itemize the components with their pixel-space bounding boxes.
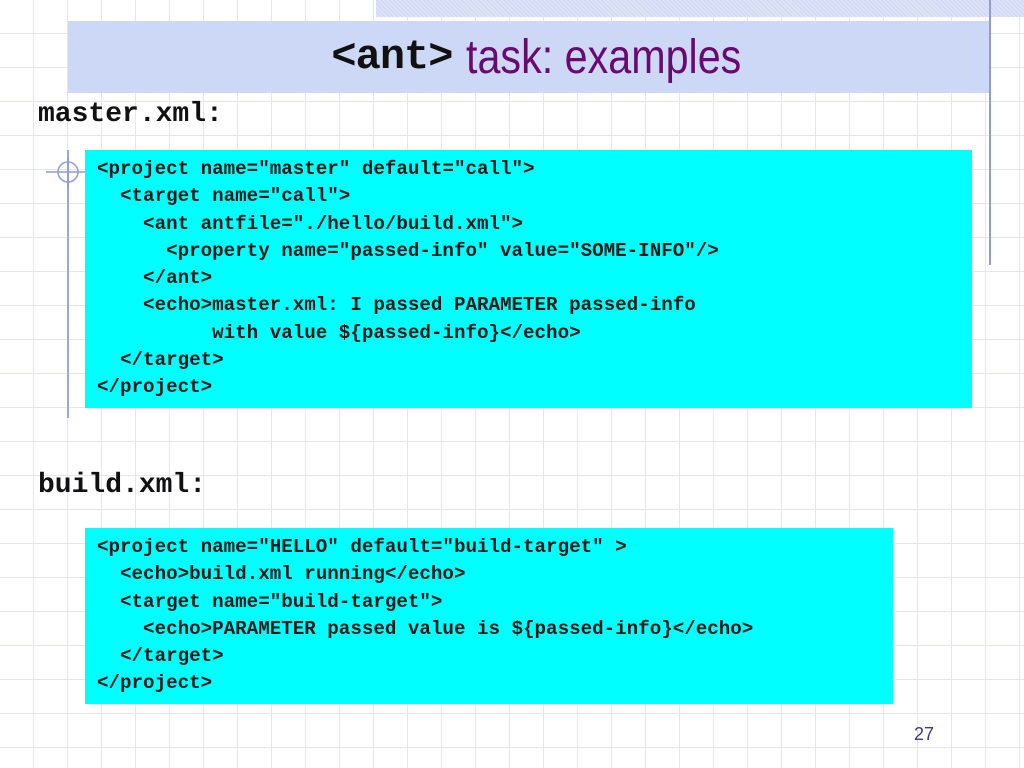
slide-title-code: <ant> <box>331 33 453 81</box>
code-line: <target name="build-target"> <box>97 590 443 613</box>
code-line: <target name="call"> <box>97 185 351 208</box>
code-line: <echo>PARAMETER passed value is ${passed… <box>97 617 754 640</box>
build-xml-code-block: <project name="HELLO" default="build-tar… <box>85 528 893 704</box>
code-line: <project name="master" default="call"> <box>97 158 535 180</box>
code-line: <property name="passed-info" value="SOME… <box>97 239 719 262</box>
code-line: <echo>build.xml running</echo> <box>97 563 466 586</box>
page-number: 27 <box>914 724 935 744</box>
code-line: <project name="HELLO" default="build-tar… <box>97 536 627 558</box>
code-line: </target> <box>97 349 224 372</box>
decorative-vertical-line-right <box>989 0 991 265</box>
decorative-top-strip <box>376 0 1024 17</box>
slide-title-bar: <ant> task: examples <box>68 21 990 93</box>
code-line: </ant> <box>97 267 213 290</box>
code-line: with value ${passed-info}</echo> <box>97 321 581 344</box>
crosshair-icon <box>46 158 86 188</box>
master-xml-label: master.xml: <box>38 99 223 130</box>
code-line: </project> <box>97 672 213 695</box>
code-line: <echo>master.xml: I passed PARAMETER pas… <box>97 294 696 317</box>
code-line: </target> <box>97 645 224 668</box>
slide-title-text: task: examples <box>466 30 742 84</box>
master-xml-code-block: <project name="master" default="call"> <… <box>85 150 972 408</box>
decorative-vertical-line-left <box>67 150 69 418</box>
code-line: <ant antfile="./hello/build.xml"> <box>97 212 524 235</box>
code-line: </project> <box>97 376 213 399</box>
build-xml-label: build.xml: <box>38 470 207 501</box>
